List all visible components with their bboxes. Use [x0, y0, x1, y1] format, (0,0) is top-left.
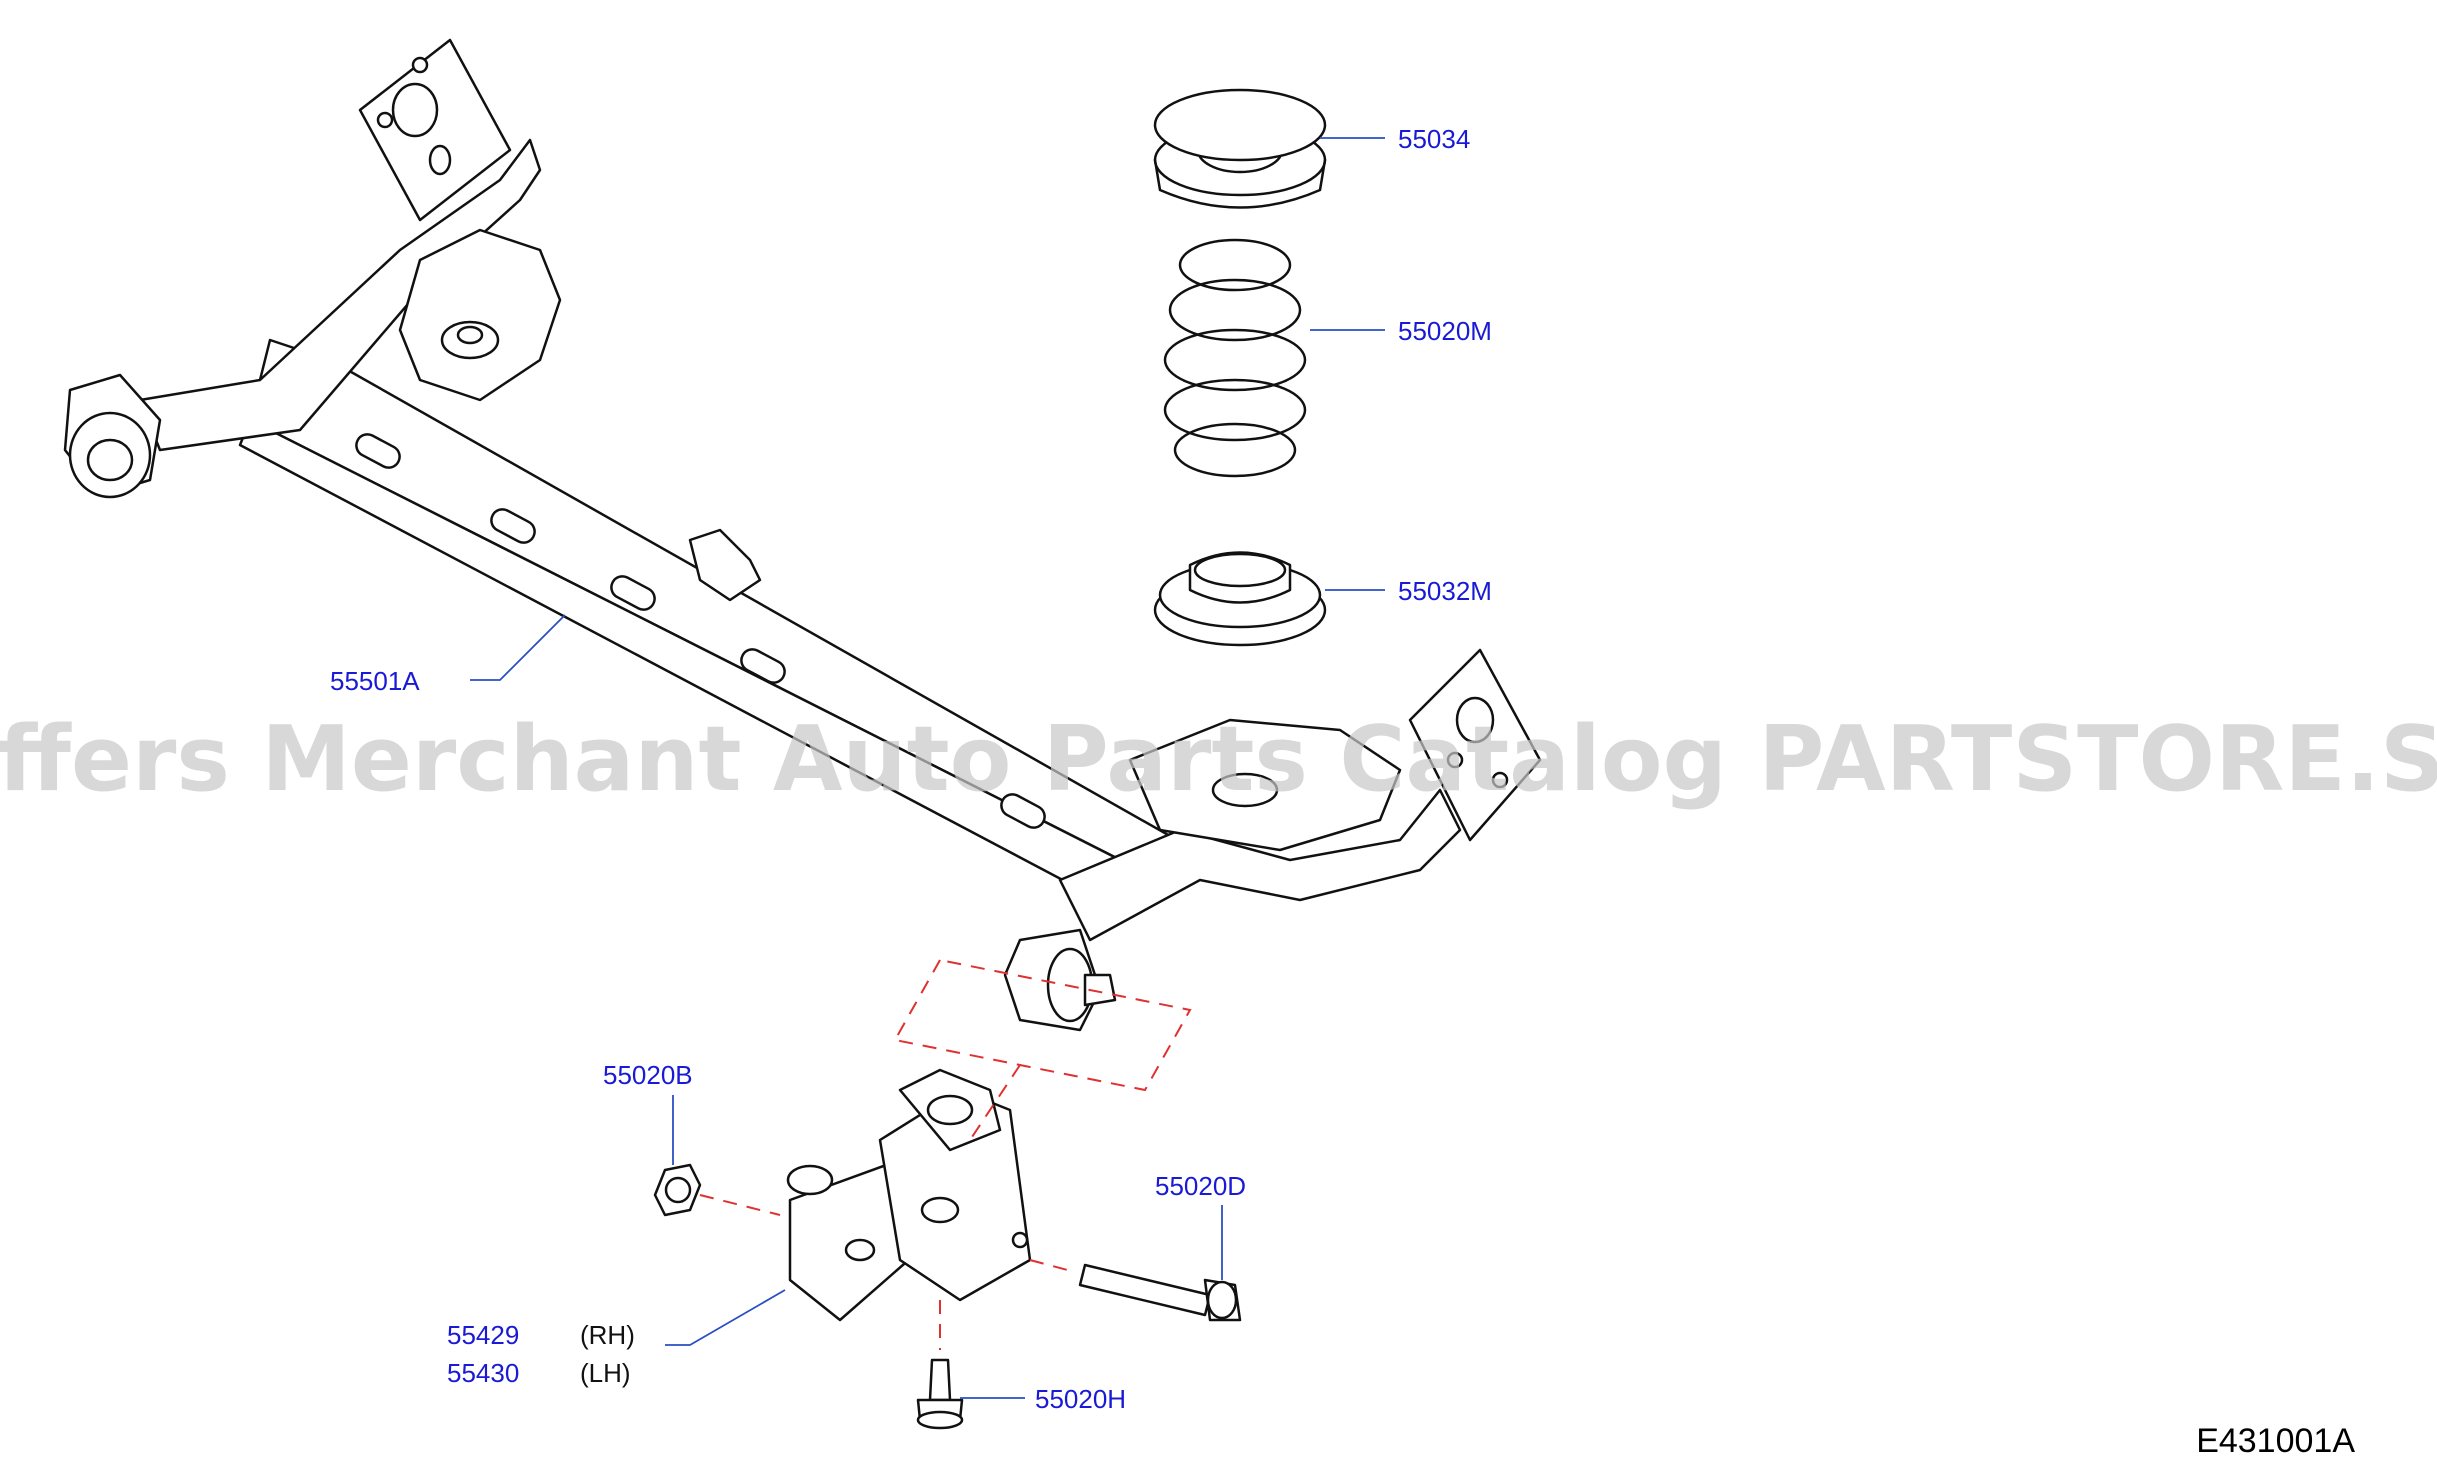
torsion-beam-axle[interactable]: [63, 38, 1542, 1032]
beam-slots: [355, 433, 1046, 829]
alignment-dashes: [699, 958, 1192, 1350]
label-55032M[interactable]: 55032M: [1398, 576, 1492, 606]
mounting-bolt[interactable]: [1078, 1263, 1242, 1322]
part-labels: 55034 55020M 55032M 55501A 55020B 55020D…: [330, 124, 1492, 1414]
spring-lower-insulator[interactable]: [1153, 551, 1327, 647]
bracket-bolt[interactable]: [916, 1358, 964, 1430]
axle-mounting-bracket[interactable]: [786, 1068, 1032, 1322]
coil-spring[interactable]: [1163, 238, 1307, 478]
label-55020B[interactable]: 55020B: [603, 1060, 693, 1090]
label-55430-side: (LH): [580, 1358, 631, 1388]
label-55430[interactable]: 55430: [447, 1358, 519, 1388]
label-55429[interactable]: 55429: [447, 1320, 519, 1350]
label-55020H[interactable]: 55020H: [1035, 1384, 1126, 1414]
label-55429-side: (RH): [580, 1320, 635, 1350]
spring-upper-insulator[interactable]: [1153, 88, 1327, 209]
diagram-code: E431001A: [2196, 1422, 2355, 1460]
label-55020D[interactable]: 55020D: [1155, 1171, 1246, 1201]
label-55034[interactable]: 55034: [1398, 124, 1470, 154]
watermark-text: Offers Merchant Auto Parts Catalog PARTS…: [0, 707, 2437, 812]
leader-lines: [470, 137, 1385, 1399]
label-55501A[interactable]: 55501A: [330, 666, 420, 696]
flange-nut[interactable]: [653, 1163, 702, 1217]
label-55020M[interactable]: 55020M: [1398, 316, 1492, 346]
